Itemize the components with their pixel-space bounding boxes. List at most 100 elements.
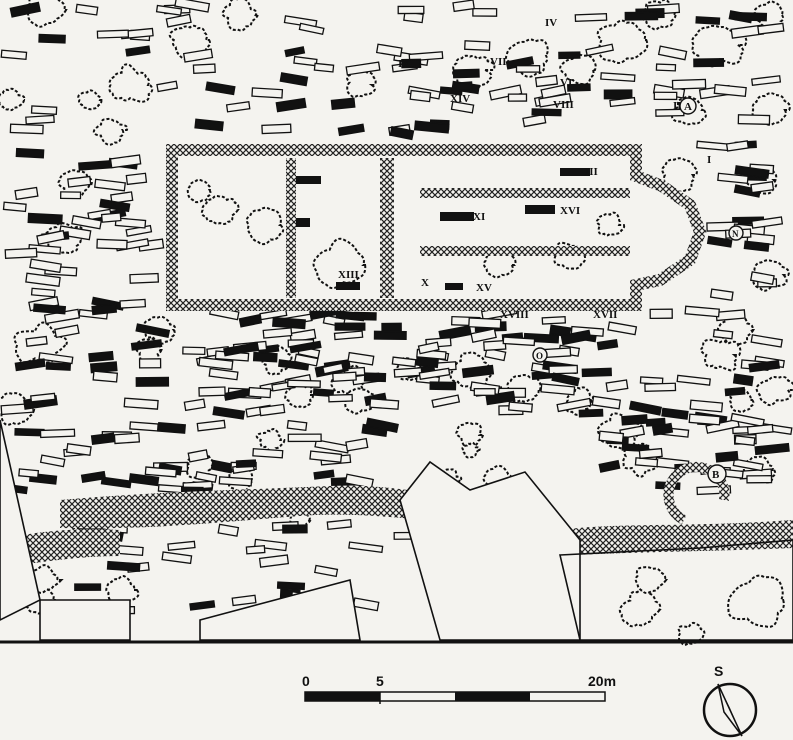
grave-slab bbox=[567, 83, 591, 92]
grave-slab bbox=[25, 272, 61, 287]
grave-slab bbox=[751, 75, 782, 86]
grave-slab bbox=[287, 379, 321, 389]
grave-slab bbox=[2, 201, 27, 213]
grave-slab bbox=[117, 544, 144, 557]
grave-slab bbox=[252, 448, 284, 459]
grave-slab bbox=[749, 271, 775, 286]
tree-canopy bbox=[108, 63, 154, 103]
grave-slab bbox=[750, 181, 775, 194]
tree-canopy bbox=[634, 566, 669, 594]
grave-slab bbox=[174, 0, 211, 13]
tree-canopy bbox=[200, 194, 240, 225]
grave-slab bbox=[730, 412, 765, 428]
scale-tick-5: 5 bbox=[376, 673, 384, 689]
grave-slab bbox=[253, 538, 288, 552]
grave-slab bbox=[100, 212, 122, 223]
grave-slab bbox=[27, 212, 63, 225]
grave-slab bbox=[157, 422, 186, 434]
grave-slab bbox=[715, 450, 739, 463]
marker-n: N bbox=[728, 225, 744, 241]
grave-slab bbox=[413, 120, 450, 134]
grave-slab bbox=[4, 247, 38, 259]
grave-slab bbox=[389, 125, 415, 141]
grave-slab bbox=[74, 583, 102, 591]
grave-slab bbox=[0, 49, 28, 60]
label-viii: VIII bbox=[553, 99, 574, 111]
grave-slab bbox=[67, 175, 92, 188]
grave-slab bbox=[96, 238, 128, 250]
grave-slab bbox=[393, 367, 423, 378]
grave-slab bbox=[624, 11, 659, 21]
grave-slab bbox=[14, 186, 39, 201]
grave-slab bbox=[525, 205, 555, 214]
grave-slab bbox=[30, 105, 58, 116]
grave-slab bbox=[110, 191, 134, 204]
grave-slab bbox=[135, 323, 171, 338]
grave-slab bbox=[128, 473, 160, 487]
grave-slab bbox=[287, 433, 322, 443]
grave-slab bbox=[348, 541, 384, 554]
grave-slab bbox=[712, 329, 734, 340]
tree-canopy bbox=[455, 421, 485, 448]
grave-slab bbox=[696, 140, 731, 152]
grave-slab bbox=[488, 84, 523, 101]
scale-tick-20m: 20m bbox=[588, 673, 616, 689]
tree-canopy bbox=[105, 575, 140, 607]
grave-slab bbox=[286, 218, 310, 227]
grave-slab bbox=[313, 469, 335, 480]
grave-slab bbox=[198, 386, 226, 397]
grave-slab bbox=[194, 118, 224, 132]
grave-slab bbox=[541, 316, 567, 325]
label-ii: II bbox=[673, 100, 682, 112]
label-xi: XI bbox=[473, 211, 485, 223]
grave-slab bbox=[18, 468, 40, 479]
tree-canopy bbox=[595, 211, 626, 237]
tree-canopy bbox=[346, 69, 377, 98]
grave-slab bbox=[208, 367, 239, 381]
grave-slab bbox=[628, 400, 663, 416]
grave-slab bbox=[578, 408, 604, 418]
grave-slab bbox=[598, 430, 625, 444]
grave-slab bbox=[737, 114, 771, 126]
tree-canopy bbox=[661, 157, 698, 193]
grave-slab bbox=[450, 100, 475, 114]
tree-canopy bbox=[596, 19, 649, 64]
tree-canopy bbox=[221, 0, 260, 32]
grave-slab bbox=[373, 330, 407, 341]
label-ix: IX bbox=[398, 58, 410, 70]
grave-slab bbox=[574, 13, 608, 22]
grave-slab bbox=[262, 327, 293, 339]
grave-slab bbox=[87, 208, 112, 221]
tree-canopy bbox=[255, 428, 286, 453]
grave-slab bbox=[165, 13, 192, 28]
grave-slab bbox=[293, 55, 318, 67]
svg-text:B: B bbox=[712, 469, 720, 481]
grave-slab bbox=[397, 5, 425, 15]
compass-rose: S bbox=[702, 663, 758, 738]
grave-slab bbox=[603, 89, 633, 100]
grave-slab bbox=[560, 168, 590, 176]
tree-canopy bbox=[618, 589, 662, 628]
grave-slab bbox=[705, 418, 740, 434]
grave-slab bbox=[155, 4, 183, 16]
grave-slab bbox=[408, 51, 444, 62]
grave-slab bbox=[507, 401, 534, 413]
grave-slab bbox=[746, 475, 773, 484]
svg-text:N: N bbox=[732, 229, 739, 239]
church-foundation bbox=[166, 144, 730, 525]
grave-slab bbox=[733, 184, 762, 198]
grave-slab bbox=[80, 470, 107, 484]
grave-slab bbox=[194, 471, 218, 483]
grave-slab bbox=[25, 114, 55, 125]
grave-slab bbox=[560, 329, 592, 346]
grave-slab bbox=[94, 178, 126, 192]
grave-slab bbox=[688, 413, 721, 426]
svg-text:O: O bbox=[536, 351, 543, 361]
grave-slab bbox=[90, 432, 116, 446]
grave-slab bbox=[445, 283, 463, 290]
grave-slab bbox=[30, 392, 56, 403]
grave-slab bbox=[295, 176, 321, 184]
grave-slab bbox=[39, 428, 76, 439]
grave-slab bbox=[54, 324, 80, 339]
site-markers: A N O B bbox=[532, 97, 744, 484]
